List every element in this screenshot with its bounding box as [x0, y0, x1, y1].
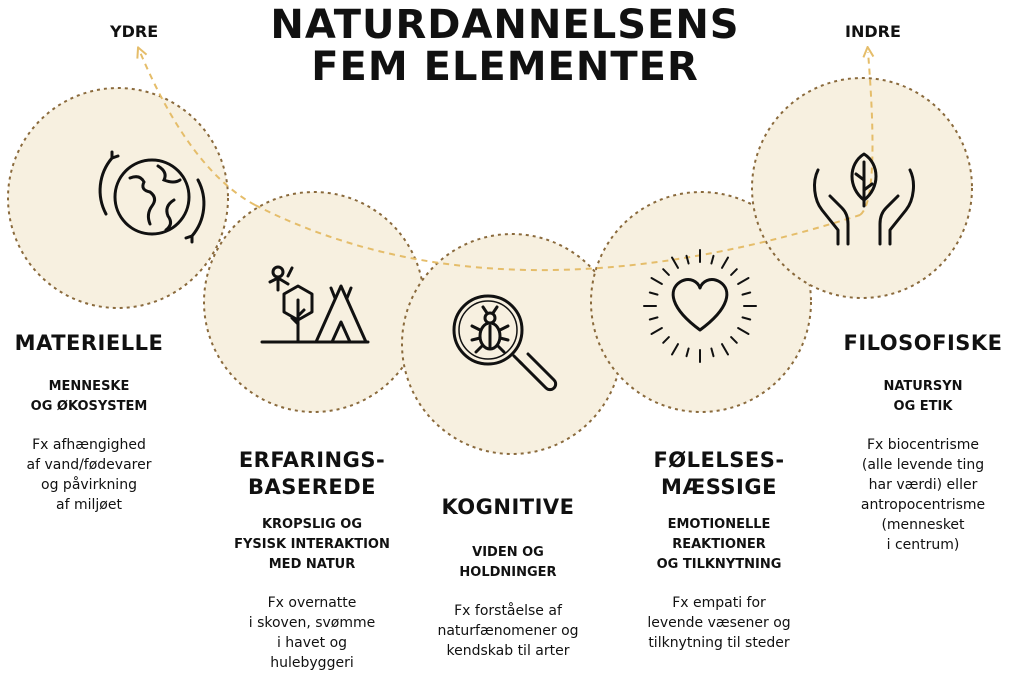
element-subheading: KROPSLIG OG FYSISK INTERAKTION MED NATUR	[234, 517, 390, 572]
element-heading: FILOSOFISKE	[843, 331, 1003, 355]
heart-ray	[671, 256, 679, 269]
element-subheading: NATURSYN OG ETIK	[883, 379, 963, 414]
heart-ray	[650, 277, 663, 285]
circle-foelelsesmaessige	[590, 191, 812, 413]
element-description: Fx empati for levende væsener og tilknyt…	[647, 595, 791, 651]
heart-ray	[650, 327, 663, 335]
heart-ray	[662, 268, 670, 276]
inner-label: INDRE	[845, 22, 901, 41]
title-line-1: NATURDANNELSENS	[270, 2, 740, 48]
heart-ray	[741, 316, 752, 321]
heart-ray	[671, 343, 679, 356]
heart-ray	[737, 277, 750, 285]
element-description: Fx forståelse af naturfænomener og kends…	[437, 603, 579, 659]
element-subheading: VIDEN OG HOLDNINGER	[459, 545, 557, 580]
element-filosofiske: FILOSOFISKE NATURSYN OG ETIK Fx biocentr…	[836, 330, 1010, 555]
element-kognitive: KOGNITIVE VIDEN OG HOLDNINGER Fx forståe…	[408, 494, 608, 661]
earth-cycle-icon	[98, 150, 206, 244]
element-circles	[7, 77, 973, 455]
tent-tree-icon	[260, 265, 370, 344]
heart-ray	[730, 336, 738, 344]
title-line-2: FEM ELEMENTER	[311, 44, 699, 90]
heart-ray	[685, 347, 690, 358]
element-materielle: MATERIELLE MENNESKE OG ØKOSYSTEM Fx afhæ…	[0, 330, 178, 515]
element-heading: MATERIELLE	[14, 331, 164, 355]
heart-ray	[721, 343, 729, 356]
heart-ray	[710, 347, 715, 358]
heart-ray	[737, 327, 750, 335]
heart-ray	[721, 256, 729, 269]
diagram-title: NATURDANNELSENS FEM ELEMENTER	[0, 4, 1010, 88]
heart-ray	[710, 254, 715, 265]
heart-ray	[685, 254, 690, 265]
magnifier-bug-icon	[452, 294, 558, 392]
circle-erfaringsbaserede	[203, 191, 425, 413]
element-heading: KOGNITIVE	[441, 495, 575, 519]
element-erfaringsbaserede: ERFARINGS- BASEREDE KROPSLIG OG FYSISK I…	[196, 447, 428, 673]
element-description: Fx afhængighed af vand/fødevarer og påvi…	[26, 437, 152, 513]
heart-ray	[662, 336, 670, 344]
element-description: Fx overnatte i skoven, svømme i havet og…	[248, 595, 376, 671]
heart-ray	[648, 291, 659, 296]
circle-filosofiske	[751, 77, 973, 299]
circle-materielle	[7, 87, 229, 309]
element-subheading: EMOTIONELLE REAKTIONER OG TILKNYTNING	[656, 517, 782, 572]
element-subheading: MENNESKE OG ØKOSYSTEM	[30, 379, 148, 414]
outer-inner-arc-arrow	[254, 204, 861, 272]
element-foelelsesmaessige: FØLELSES- MÆSSIGE EMOTIONELLE REAKTIONER…	[610, 447, 828, 653]
heart-ray	[741, 291, 752, 296]
circle-kognitive	[401, 233, 623, 455]
radiant-heart-icon	[643, 249, 757, 363]
heart-ray	[648, 316, 659, 321]
element-heading: FØLELSES- MÆSSIGE	[653, 448, 785, 499]
arrow-to-indre	[859, 52, 873, 216]
hands-leaf-icon	[813, 152, 915, 246]
outer-label: YDRE	[110, 22, 159, 41]
element-description: Fx biocentrisme (alle levende ting har v…	[860, 437, 986, 553]
heart-ray	[730, 268, 738, 276]
element-heading: ERFARINGS- BASEREDE	[238, 448, 386, 499]
